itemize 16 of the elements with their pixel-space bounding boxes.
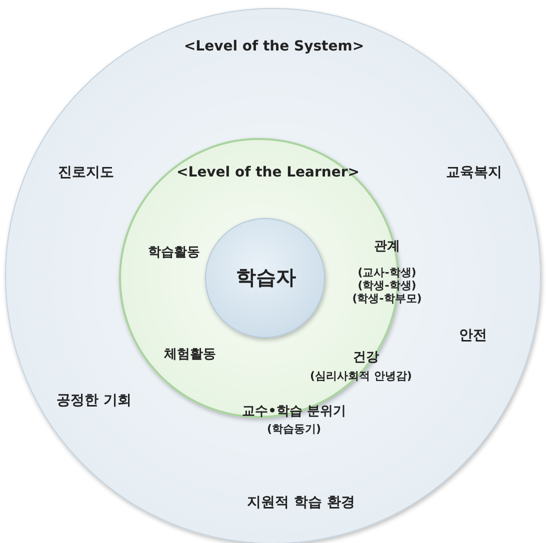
circle-label: 관계 — [374, 239, 400, 255]
level-title: <Level of the Learner> — [176, 164, 360, 182]
circle-label: 공정한 기회 — [56, 392, 132, 410]
circle-label: (심리사회적 안녕감) — [310, 369, 412, 383]
circle-label: (교사-학생) (학생-학생) (학생-학부모) — [351, 266, 423, 306]
circle-label: 교수•학습 분위기 — [242, 404, 346, 420]
circle-label: 진로지도 — [58, 164, 114, 182]
circle-label: 학습자 — [236, 265, 296, 289]
circle-label: (학습동기) — [266, 422, 322, 436]
circle-label: 교육복지 — [446, 164, 502, 182]
circle-label: 안전 — [459, 328, 487, 344]
level-title: <Level of the System> — [184, 38, 364, 56]
circle-label: 지원적 학습 환경 — [247, 494, 355, 512]
circle-label: 학습활동 — [148, 245, 200, 261]
circle-label: 체험활동 — [164, 347, 216, 363]
circle-label: 건강 — [353, 350, 379, 366]
